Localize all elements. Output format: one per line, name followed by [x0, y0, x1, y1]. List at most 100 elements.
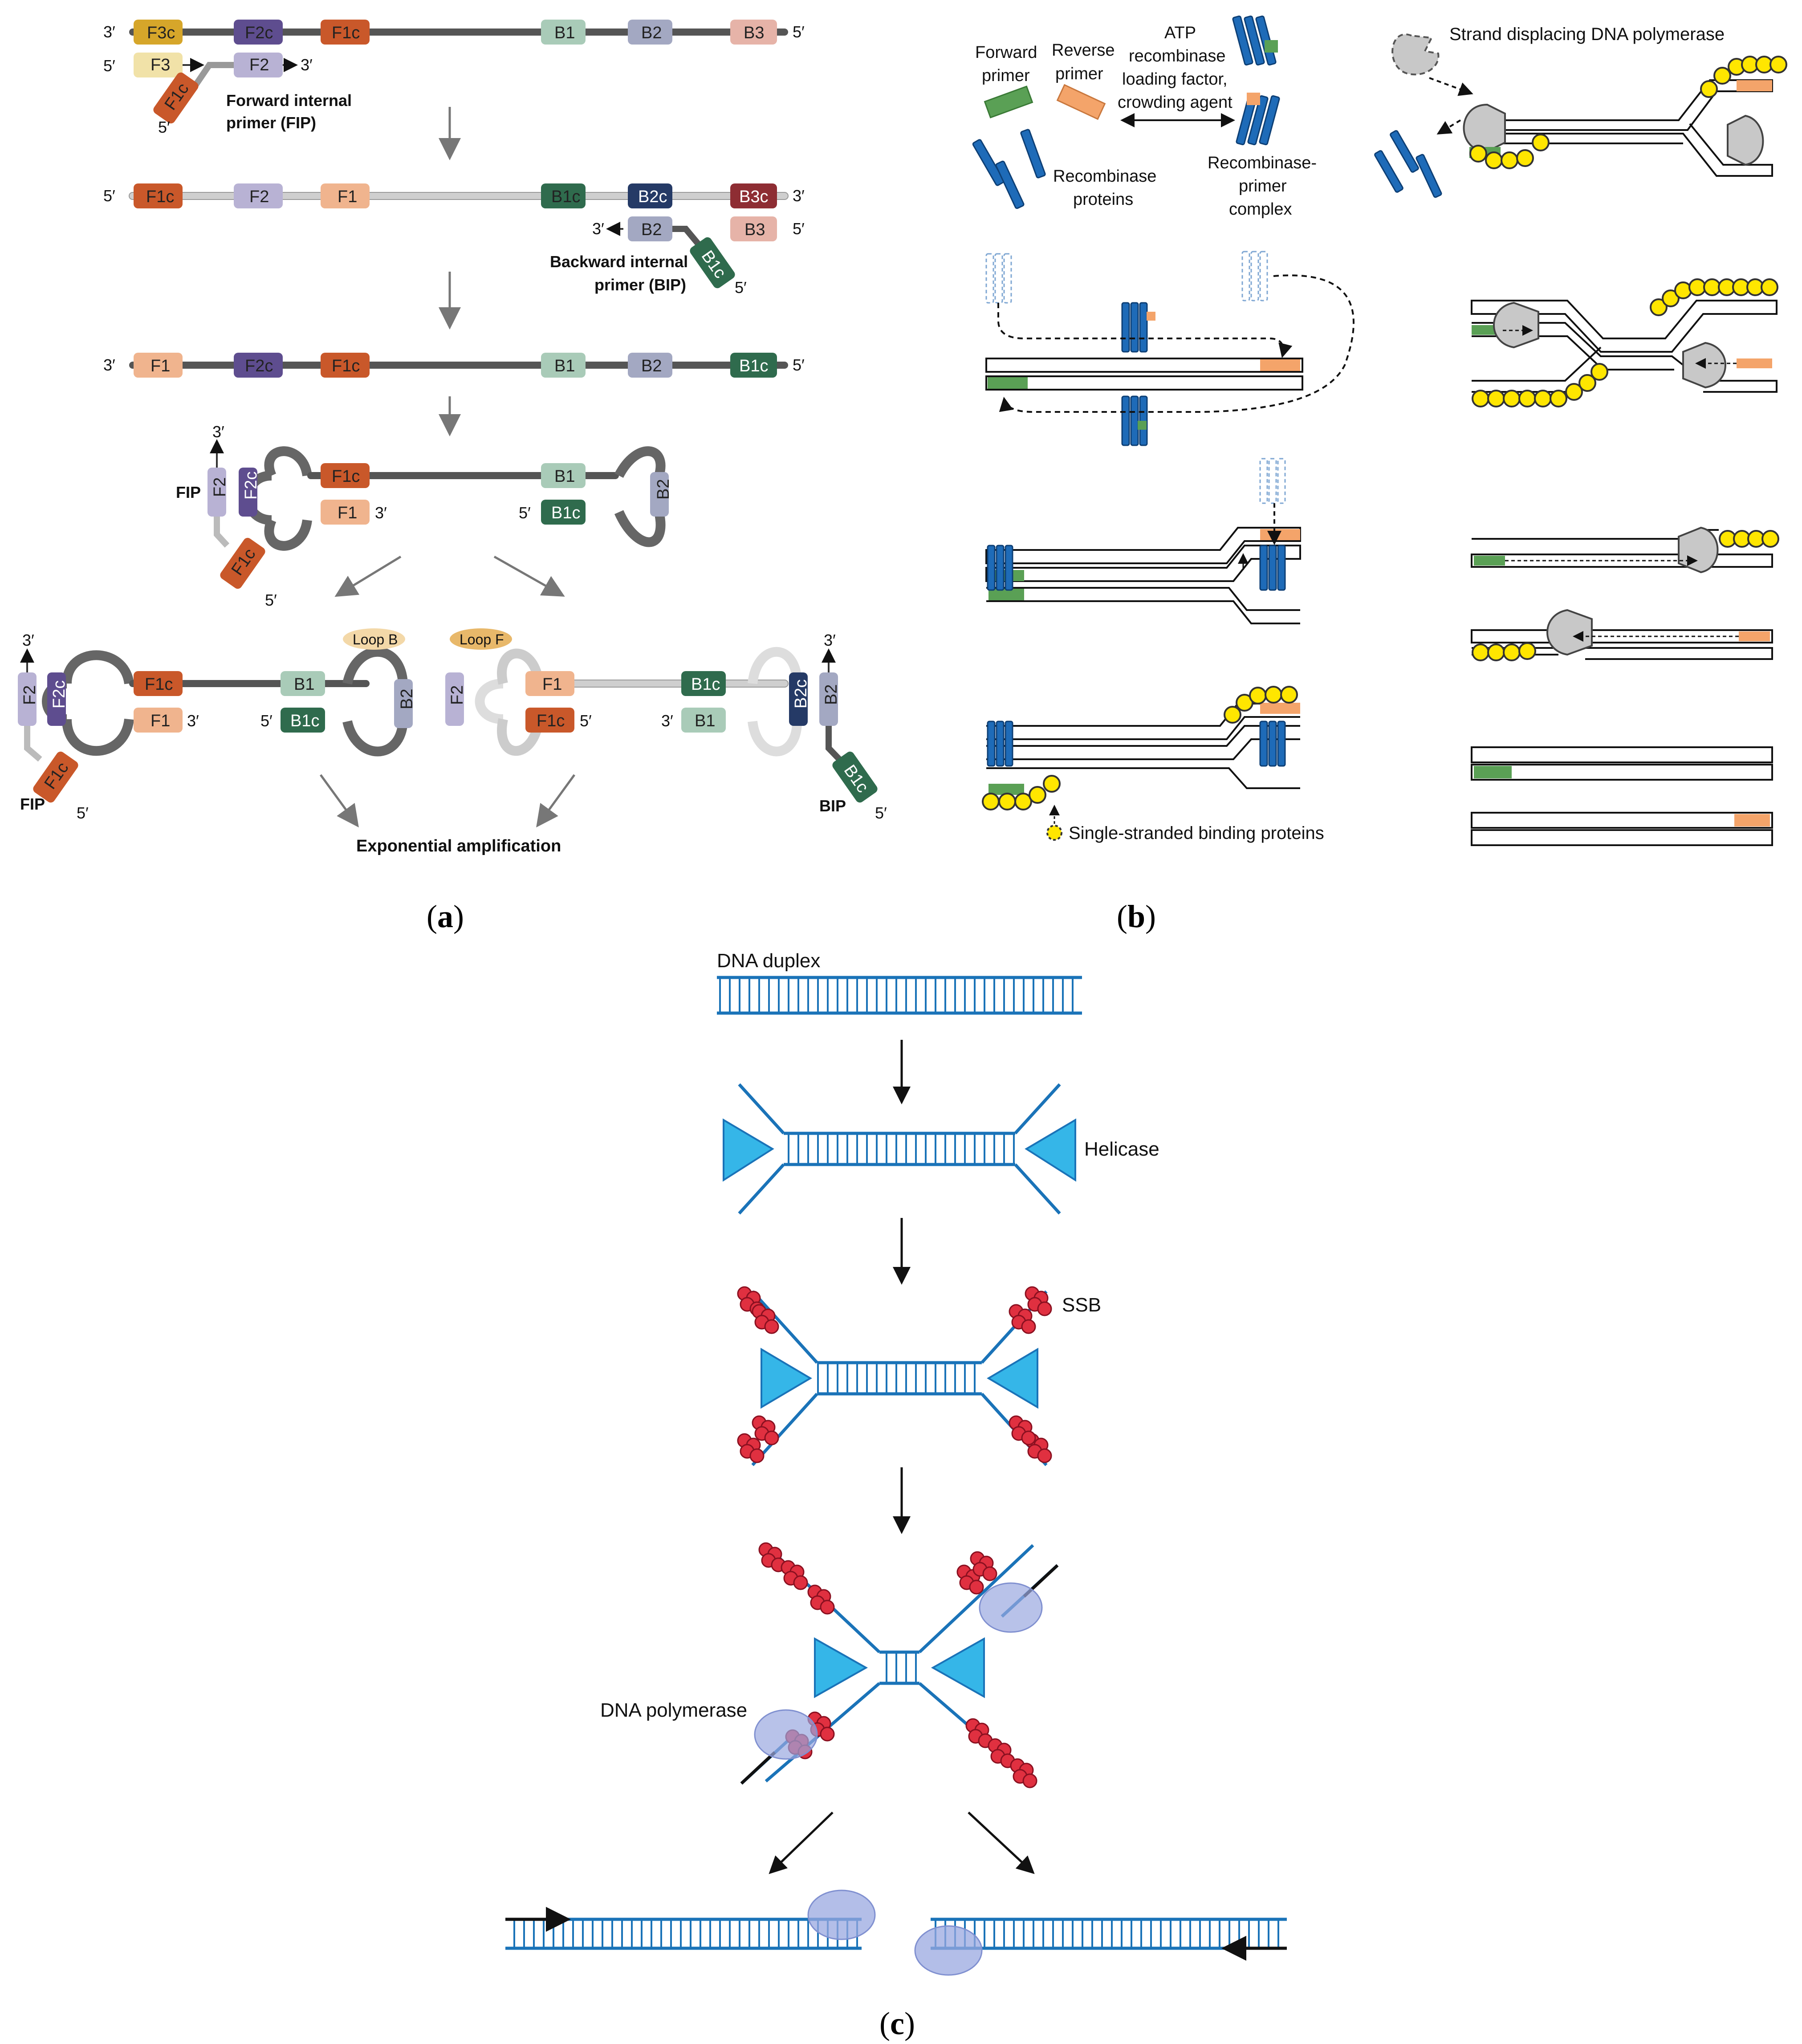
row5l-b1c: B1c	[290, 712, 319, 730]
complex-label-1: Recombinase-	[1208, 154, 1317, 172]
row1-end-left: 3′	[103, 23, 115, 41]
segment-b3-label: B3	[744, 24, 764, 42]
row3-seg-1: F2c	[245, 357, 273, 375]
row5r-b1c: B1c	[691, 675, 720, 694]
lamp-stemloop-left: B2 F1c F1 3′ B1 B1c 5′ Loop B F2c F2 3′ …	[18, 628, 416, 822]
arrow-a4-left	[334, 555, 402, 597]
row5r-f1c-5prime: 5′	[580, 712, 592, 730]
extension-step-1	[1471, 278, 1778, 407]
panel-b: Forward primer Reverse primer ATP recomb…	[972, 15, 1787, 934]
row5r-b2: B2	[822, 684, 841, 705]
final-products	[1471, 746, 1773, 846]
primer-5prime: 5′	[103, 57, 115, 75]
primer-b2-label: B2	[641, 220, 662, 239]
row5r-3prime: 3′	[824, 631, 836, 649]
row2-end-left: 5′	[103, 187, 115, 205]
row5l-b2: B2	[398, 689, 416, 709]
helicase-label: Helicase	[1084, 1138, 1159, 1160]
primer-b3-5prime: 5′	[793, 220, 805, 238]
row4-b1c-5prime: 5′	[519, 504, 531, 522]
row4-tail-5prime: 5′	[265, 591, 277, 609]
row4-3prime: 3′	[212, 423, 224, 441]
atp-label-3: loading factor,	[1122, 70, 1228, 89]
panel-c: DNA duplex Helicase	[505, 950, 1287, 2041]
atp-label-1: ATP	[1164, 24, 1196, 42]
fip-label-1: Forward internal	[226, 91, 352, 110]
segment-b2	[628, 20, 672, 45]
row5l-tail-5prime: 5′	[77, 804, 89, 822]
polymerase-blob-left	[754, 1709, 818, 1760]
row1-end-right: 5′	[793, 23, 805, 41]
recombinase-label-1: Recombinase	[1053, 167, 1156, 186]
row5r-tail-5prime: 5′	[875, 804, 887, 822]
arrow-a5-left	[319, 774, 359, 828]
row4-f1: F1	[338, 504, 357, 522]
bip-label-2: primer (BIP)	[594, 276, 686, 294]
row4-b1: B1	[554, 467, 575, 486]
dna-duplex	[717, 976, 1082, 1015]
ssb-step: SSB	[737, 1286, 1101, 1466]
atp-label-4: crowding agent	[1118, 93, 1233, 112]
segment-f3c	[134, 20, 183, 45]
segment-b3	[730, 20, 777, 45]
row5l-f1c: F1c	[145, 675, 173, 694]
row3-seg-5: B1c	[739, 357, 768, 375]
row2-seg-2: F1	[338, 187, 357, 206]
helicase-icon-left	[723, 1118, 774, 1182]
segment-f2c	[234, 20, 283, 45]
panel-b-label: (b)	[1117, 899, 1156, 934]
row3-seg-2: F1c	[332, 357, 360, 375]
row5r-f1: F1	[542, 675, 562, 694]
segment-f1c	[321, 20, 370, 45]
segment-b1-label: B1	[554, 24, 575, 42]
recombinase-proteins-icon	[972, 129, 1046, 209]
reverse-primer-label-2: primer	[1055, 65, 1103, 83]
arrow-a4-right	[493, 555, 565, 597]
ssb-label-c: SSB	[1062, 1294, 1101, 1316]
row4-b1c: B1c	[551, 504, 580, 522]
row5l-b1: B1	[294, 675, 314, 694]
panel-a-label: (a)	[427, 899, 464, 934]
row4-b2: B2	[654, 479, 673, 500]
atp-label-2: recombinase	[1129, 47, 1226, 65]
row5r-loop: Loop F	[460, 631, 504, 647]
row5r-f2: F2	[448, 685, 467, 705]
lamp-stemloop-right: F2 F1 F1c 5′ B1c B1 3′ Loop F B2c B2 3′ …	[445, 628, 887, 822]
bip-label-1: Backward internal	[550, 252, 688, 271]
row3-seg-3: B1	[554, 357, 575, 375]
lamp-row-3: 3′ 5′ F1 F2c F1c B1 B2 B1c	[103, 353, 805, 378]
exponential-amplification-label: Exponential amplification	[356, 837, 561, 855]
panel-a: 3′ 5′ F3c F2c F1c B1 B2 B3 5′ F3 F2 3′	[18, 20, 887, 934]
helicase-step: Helicase	[723, 1083, 1159, 1215]
row5l-f1-3prime: 3′	[187, 712, 199, 730]
arrow-c4-left	[769, 1812, 834, 1874]
polymerase-step: DNA polymerase	[600, 1542, 1059, 1788]
rpa-invasion-step	[985, 251, 1355, 446]
bip-3prime: 3′	[592, 220, 604, 238]
forward-primer-label-2: primer	[982, 66, 1030, 85]
row4-f1c: F1c	[332, 467, 360, 486]
row4-f2c: F2c	[242, 472, 260, 500]
polymerase-label: Strand displacing DNA polymerase	[1449, 24, 1725, 44]
ssb-label: Single-stranded binding proteins	[1069, 823, 1324, 843]
polymerase-legend-icon	[1391, 33, 1440, 76]
segment-b1	[541, 20, 586, 45]
row2-seg-4: B2c	[638, 187, 667, 206]
panel-c-label: (c)	[879, 2006, 915, 2041]
row3-seg-4: B2	[641, 357, 662, 375]
row2-seg-0: F1c	[146, 187, 174, 206]
reverse-primer-icon	[1056, 84, 1106, 120]
row2-seg-5: B3c	[739, 187, 768, 206]
primer-f3-label: F3	[151, 56, 170, 74]
dna-polymerase-label: DNA polymerase	[600, 1699, 747, 1721]
row5l-fip: FIP	[20, 795, 45, 813]
recombinase-bound-step	[985, 458, 1301, 624]
row5r-b2c: B2c	[792, 680, 810, 708]
forward-primer-label-1: Forward	[975, 43, 1037, 62]
segment-f3c-label: F3c	[147, 24, 175, 42]
row5l-b1c-5prime: 5′	[260, 712, 273, 730]
ssb-legend-icon	[1046, 825, 1062, 841]
row5l-f1: F1	[151, 712, 170, 730]
complex-label-3: complex	[1229, 200, 1292, 219]
